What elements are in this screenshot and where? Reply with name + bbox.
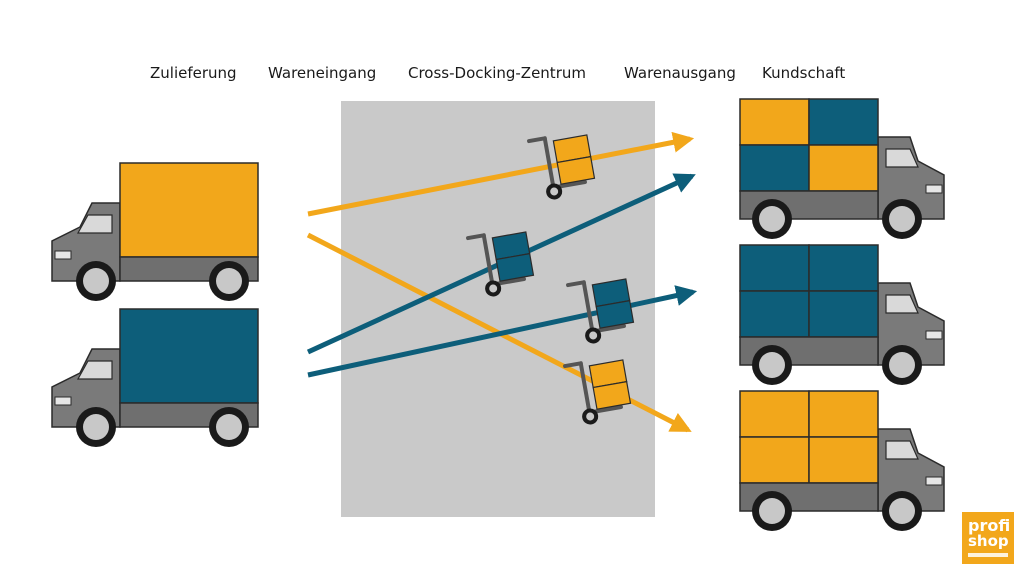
cabin-window	[885, 148, 919, 168]
flow-arrow-orange-to-customer-1	[307, 131, 695, 217]
cabin-window	[885, 440, 919, 460]
hand-truck-frame	[542, 136, 556, 190]
logo-underline	[968, 553, 1008, 557]
hand-truck-frame	[578, 361, 592, 415]
cargo-box-1	[739, 390, 810, 438]
headlight	[925, 184, 943, 194]
cargo-box-2	[808, 390, 879, 438]
cabin-window	[76, 214, 113, 234]
headlight	[54, 396, 72, 406]
header-goods-in: Wareneingang	[268, 64, 377, 82]
logo-line2: shop	[968, 532, 1009, 550]
hand-truck-handle	[527, 136, 547, 144]
customer-truck-2	[739, 244, 945, 385]
cabin-window	[76, 360, 113, 380]
hand-truck-frame	[481, 233, 495, 287]
cargo-box-1	[739, 244, 810, 292]
cargo-box-2	[808, 98, 879, 146]
cargo-box-2	[808, 244, 879, 292]
hand-truck-4	[563, 359, 632, 425]
header-goods-out: Warenausgang	[624, 64, 736, 82]
hand-truck-handle	[466, 233, 486, 241]
customer-truck-1	[739, 98, 945, 239]
cargo-box-3	[739, 290, 810, 338]
cargo-box-4	[808, 144, 879, 192]
customer-truck-3	[739, 390, 945, 531]
hand-truck-1	[527, 134, 596, 200]
headlight	[925, 330, 943, 340]
supply-truck-1	[51, 162, 259, 301]
cargo-box-3	[739, 436, 810, 484]
header-supply: Zulieferung	[150, 64, 237, 82]
truck-cargo-box	[119, 308, 259, 404]
hand-truck-handle	[566, 280, 586, 288]
hand-truck-handle	[563, 361, 583, 369]
headlight	[54, 250, 72, 260]
profishop-logo: profi shop	[962, 512, 1014, 564]
cargo-box-4	[808, 436, 879, 484]
hand-truck-2	[466, 231, 535, 297]
headlight	[925, 476, 943, 486]
cabin-window	[885, 294, 919, 314]
parcel-lower	[592, 380, 632, 410]
cargo-box-4	[808, 290, 879, 338]
logo-line1: profi	[968, 516, 1011, 535]
hand-truck-frame	[581, 280, 595, 334]
truck-cargo-box	[119, 162, 259, 258]
hand-truck-3	[566, 278, 635, 344]
parcel-lower	[495, 252, 535, 282]
cargo-box-3	[739, 144, 810, 192]
parcel-lower	[556, 155, 596, 185]
supply-truck-2	[51, 308, 259, 447]
parcel-lower	[595, 299, 635, 329]
header-center: Cross-Docking-Zentrum	[408, 64, 586, 82]
header-customers: Kundschaft	[762, 64, 846, 82]
cargo-box-1	[739, 98, 810, 146]
